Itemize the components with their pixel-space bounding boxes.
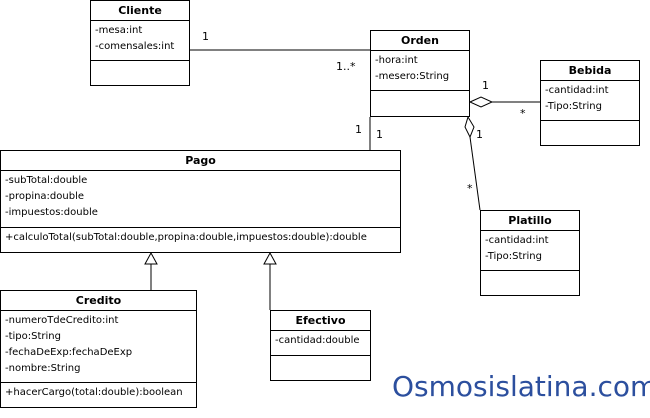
operations-section [271,356,370,380]
attributes-section: -numeroTdeCredito:int -tipo:String -fech… [1,311,196,383]
generalization-arrow-efectivo [263,251,277,265]
attribute: -tipo:String [5,331,61,342]
attribute: -Tipo:String [485,251,542,262]
multiplicity-label: 1 [355,123,362,136]
attribute: -cantidad:int [545,85,609,96]
operations-section [481,271,579,295]
class-name: Bebida [541,61,639,81]
attribute: -comensales:int [95,41,175,52]
class-credito[interactable]: Credito -numeroTdeCredito:int -tipo:Stri… [0,290,197,408]
attributes-section: -hora:int -mesero:String [371,51,469,91]
attributes-section: -subTotal:double -propina:double -impues… [1,171,400,228]
multiplicity-label: 1 [476,128,483,141]
class-pago[interactable]: Pago -subTotal:double -propina:double -i… [0,150,401,253]
attribute: -mesa:int [95,25,143,36]
watermark-text: Osmosislatina.com [392,370,650,403]
operations-section: +hacerCargo(total:double):boolean [1,383,196,407]
attributes-section: -mesa:int -comensales:int [91,21,189,61]
attribute: -nombre:String [5,363,81,374]
aggregation-orden-platillo [469,136,481,211]
attribute: -propina:double [5,191,85,202]
multiplicity-label: * [467,182,473,195]
generalization-arrow-credito [144,251,158,265]
attribute: -cantidad:int [485,235,549,246]
multiplicity-label: * [520,107,526,120]
operations-section [541,121,639,145]
attribute: -numeroTdeCredito:int [5,315,119,326]
multiplicity-label: 1..* [336,60,356,73]
class-bebida[interactable]: Bebida -cantidad:int -Tipo:String [540,60,640,146]
operations-section [371,91,469,116]
attribute: -Tipo:String [545,101,602,112]
aggregation-diamond-platillo [464,115,475,139]
attribute: -mesero:String [375,71,450,82]
class-name: Cliente [91,1,189,21]
attribute: -fechaDeExp:fechaDeExp [5,347,133,358]
operations-section: +calculoTotal(subTotal:double,propina:do… [1,228,400,252]
attributes-section: -cantidad:int -Tipo:String [541,81,639,121]
attribute: -subTotal:double [5,175,88,186]
attributes-section: -cantidad:int -Tipo:String [481,231,579,271]
multiplicity-label: 1 [482,79,489,92]
multiplicity-label: 1 [376,128,383,141]
operation: +hacerCargo(total:double):boolean [5,387,183,398]
class-platillo[interactable]: Platillo -cantidad:int -Tipo:String [480,210,580,296]
operations-section [91,61,189,85]
class-name: Orden [371,31,469,51]
class-efectivo[interactable]: Efectivo -cantidad:double [270,310,371,381]
class-cliente[interactable]: Cliente -mesa:int -comensales:int [90,0,190,86]
attribute: -hora:int [375,55,418,66]
attribute: -impuestos:double [5,207,98,218]
operation: +calculoTotal(subTotal:double,propina:do… [5,232,367,243]
class-name: Efectivo [271,311,370,331]
class-orden[interactable]: Orden -hora:int -mesero:String [370,30,470,117]
class-name: Platillo [481,211,579,231]
aggregation-diamond-bebida [468,96,494,108]
class-name: Pago [1,151,400,171]
multiplicity-label: 1 [202,30,209,43]
attributes-section: -cantidad:double [271,331,370,356]
attribute: -cantidad:double [275,335,360,346]
class-name: Credito [1,291,196,311]
